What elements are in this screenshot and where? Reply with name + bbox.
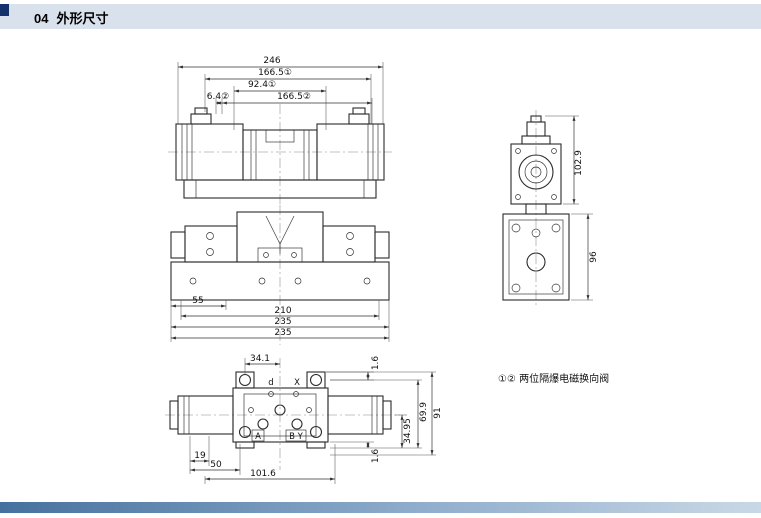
port-p [274,404,286,416]
top-view-dims [189,358,436,484]
dim-210: 210 [274,306,291,316]
front-view-drawing: 246 166.5① 92.4① 6.4② 166.5② [168,56,392,345]
dim-19: 19 [194,451,206,461]
port-label-by: B Y [289,432,304,442]
side-view-body [502,115,570,301]
section-title-text: 外形尺寸 [56,11,109,26]
port-label-x: X [294,378,300,388]
port-a [257,418,269,430]
dim-235-b: 235 [274,328,291,338]
port-b [291,418,303,430]
dim-96: 96 [589,251,599,263]
dim-166-5-2: 166.5② [277,92,311,102]
dim-34-1: 34.1 [250,354,270,364]
dim-6-4: 6.4② [207,92,229,102]
section-number: 04 [34,11,49,26]
dim-69-9: 69.9 [419,402,429,422]
front-view-upper-body [175,107,385,199]
dim-101-6: 101.6 [250,469,276,479]
dim-246: 246 [263,56,280,66]
front-view-bottom-dims [170,300,390,342]
dim-235-a: 235 [274,317,291,327]
front-view-extension-lines [177,62,384,130]
header-accent-square [0,4,9,16]
dim-102-9: 102.9 [574,150,584,176]
footer-bar [0,502,761,513]
dim-1-6-bottom: 1.6 [371,449,381,464]
side-view-drawing: 102.9 96 [502,110,599,308]
port-label-a: A [255,432,261,442]
side-view-dims [545,115,593,301]
section-header: 04 外形尺寸 [0,4,761,29]
top-view-body [169,371,392,449]
dim-91: 91 [433,407,443,418]
dim-92-4: 92.4① [248,80,276,90]
front-view-dimension-lines [178,65,383,105]
top-view-centerlines [165,358,400,470]
page-title: 04 外形尺寸 [34,8,108,27]
subplate [170,261,390,301]
valve-body-side [502,213,570,301]
legend-note: ①② 两位隔爆电磁换向阀 [498,372,609,385]
top-view-drawing: d X A B Y [165,354,443,484]
dim-55: 55 [192,296,203,306]
front-view-centerlines [168,104,392,345]
dim-1-6-top: 1.6 [371,356,381,371]
port-label-d: d [268,378,273,388]
dim-34-95: 34.95 [403,418,413,444]
dim-166-5-1: 166.5① [258,68,292,78]
dim-50: 50 [210,460,222,470]
front-view-lower-body [170,211,390,301]
